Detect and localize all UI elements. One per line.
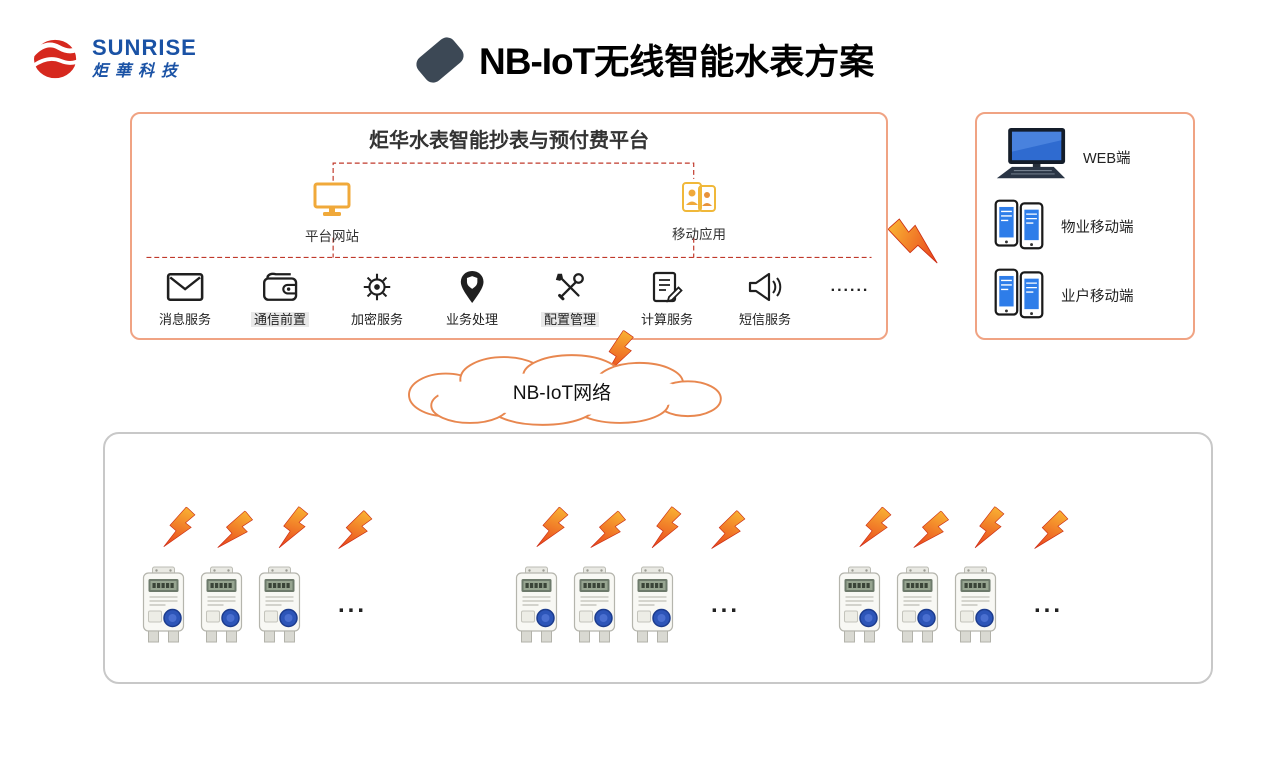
service-label: 业务处理 <box>445 312 498 327</box>
tools-icon <box>555 273 584 301</box>
mobile-app-node: 移动应用 <box>649 180 749 243</box>
water-meter <box>896 566 939 643</box>
water-meter <box>142 566 185 643</box>
cloud-shape <box>408 354 722 426</box>
more-meters-ellipsis: ... <box>1034 591 1064 618</box>
service-sms: 短信服务 <box>718 270 812 328</box>
meter-group-3: ... <box>836 503 1146 666</box>
water-meter <box>631 566 674 643</box>
client-property-mobile: 物业移动端 <box>977 197 1193 256</box>
service-label: 配置管理 <box>523 309 617 328</box>
lightning-bolt-icon <box>973 503 1007 554</box>
service-compute: 计算服务 <box>620 270 714 328</box>
lightning-bolt-icon <box>277 503 311 554</box>
platform-panel: 炬华水表智能抄表与预付费平台 平台网站 移动应用 <box>130 112 888 340</box>
water-meter <box>258 566 301 643</box>
service-business: 业务处理 <box>425 270 519 328</box>
lightning-bolt-icon <box>1032 506 1071 557</box>
lightning-bolt-icon <box>650 503 684 554</box>
client-property-label: 物业移动端 <box>1061 220 1134 236</box>
service-message: 消息服务 <box>138 270 232 328</box>
lightning-bolt-icon <box>216 506 256 557</box>
company-logo: SUNRISE 炬華科技 <box>30 35 197 87</box>
page-title-en: NB-IoT <box>479 41 595 82</box>
lightning-bolt-icon <box>535 503 571 554</box>
service-label: 计算服务 <box>640 312 693 327</box>
service-label: 加密服务 <box>350 312 403 327</box>
service-encryption: 加密服务 <box>330 270 424 328</box>
mobile-users-icon <box>679 182 719 220</box>
mobile-phones-icon <box>993 197 1045 256</box>
lightning-bolt-icon <box>709 506 748 557</box>
location-pin-icon <box>460 270 484 304</box>
wallet-icon <box>262 272 298 301</box>
lightning-bolt-icon <box>882 215 949 266</box>
lightning-bolt-icon <box>589 506 629 557</box>
services-ellipsis: ...... <box>830 278 870 295</box>
page-title-zh: 无线智能水表方案 <box>594 43 875 82</box>
service-label: 消息服务 <box>158 312 211 327</box>
more-meters-ellipsis: ... <box>711 591 741 618</box>
logo-company-text: 炬華科技 <box>92 63 185 81</box>
lightning-bolt-icon <box>858 503 894 554</box>
envelope-icon <box>166 272 204 302</box>
lightning-bolt-icon <box>162 503 198 554</box>
water-meter <box>954 566 997 643</box>
logo-brand-text: SUNRISE <box>92 35 197 60</box>
water-meter <box>515 566 558 643</box>
service-comm-front: 通信前置 <box>233 270 327 328</box>
clients-panel: WEB端 物业移动端 业户移动端 <box>975 112 1195 340</box>
mobile-phones-icon <box>993 266 1045 325</box>
lightning-bolt-icon <box>336 506 375 557</box>
meter-group-2: ... <box>513 503 823 666</box>
platform-title: 炬华水表智能抄表与预付费平台 <box>369 130 649 152</box>
more-meters-ellipsis: ... <box>338 591 368 618</box>
meter-chip-icon <box>412 33 468 86</box>
page-title: NB-IoT无线智能水表方案 <box>412 33 875 86</box>
megaphone-icon <box>748 272 782 302</box>
document-edit-icon <box>652 271 683 303</box>
water-meter <box>200 566 243 643</box>
lightning-bolt-icon <box>912 506 952 557</box>
network-label: NB-IoT网络 <box>512 383 612 404</box>
meters-panel: ... ... ... <box>103 432 1213 684</box>
meter-group-1: ... <box>140 503 450 666</box>
service-config: 配置管理 <box>523 270 617 328</box>
mobile-app-label: 移动应用 <box>672 227 726 242</box>
client-tenant-mobile: 业户移动端 <box>977 266 1193 325</box>
client-web-label: WEB端 <box>1083 150 1131 167</box>
service-label: 短信服务 <box>738 312 791 327</box>
water-meter <box>573 566 616 643</box>
nbiot-network-cloud: NB-IoT网络 <box>378 350 746 430</box>
water-meter <box>838 566 881 643</box>
gear-icon <box>363 273 391 301</box>
monitor-icon <box>312 182 352 222</box>
client-web: WEB端 <box>977 127 1193 187</box>
platform-website-node: 平台网站 <box>282 182 382 245</box>
service-label: 通信前置 <box>233 309 327 328</box>
platform-website-label: 平台网站 <box>305 229 359 244</box>
desktop-computer-icon <box>993 127 1067 187</box>
sunrise-swirl-icon <box>30 36 84 87</box>
client-tenant-label: 业户移动端 <box>1061 289 1134 305</box>
